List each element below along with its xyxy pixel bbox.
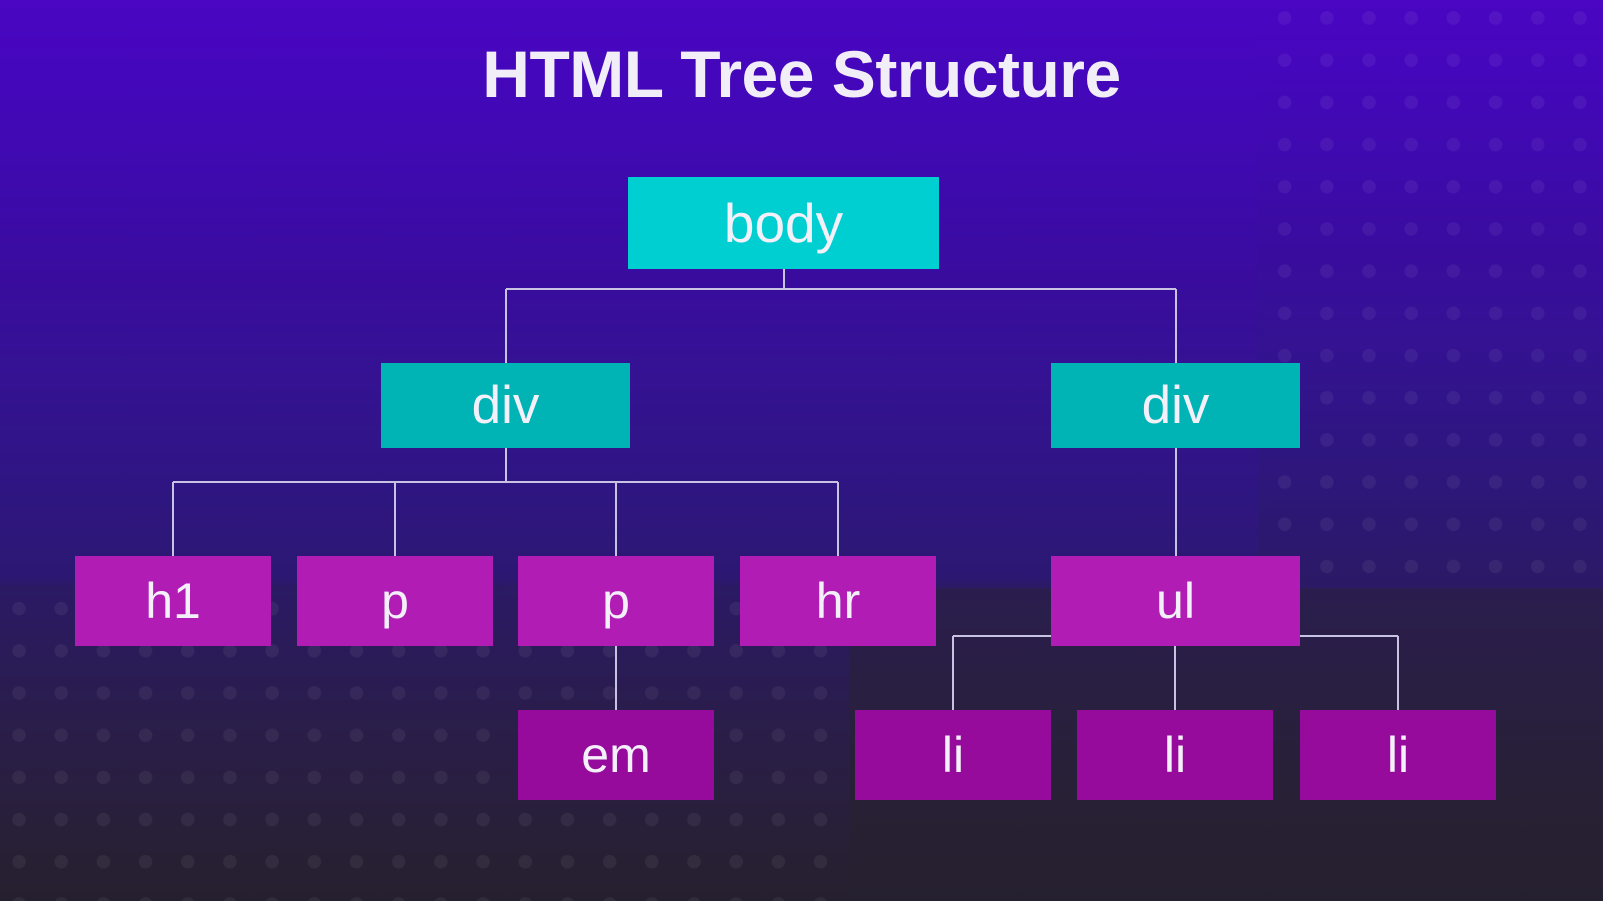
connector-ul-li3 xyxy=(1397,636,1399,710)
tree-node-div-left: div xyxy=(381,363,630,448)
tree-node-ul: ul xyxy=(1051,556,1300,646)
tree-node-div-right: div xyxy=(1051,363,1300,448)
tree-node-label: body xyxy=(723,191,844,254)
connector-body-div-left xyxy=(504,289,507,363)
connector-div-left-p2 xyxy=(615,482,617,556)
connector-div-left-hr xyxy=(837,482,839,556)
tree-node-p2: p xyxy=(518,556,714,646)
tree-node-li1: li xyxy=(855,710,1051,800)
tree-node-label: li xyxy=(1386,727,1410,783)
connector-div-left-p1 xyxy=(394,482,396,556)
tree-node-label: p xyxy=(381,573,409,629)
tree-node-li3: li xyxy=(1300,710,1496,800)
tree-node-em: em xyxy=(518,710,714,800)
tree-node-hr: hr xyxy=(740,556,936,646)
connector-ul-li1 xyxy=(952,636,954,710)
tree-node-label: li xyxy=(1163,727,1187,783)
tree-node-label: ul xyxy=(1156,573,1195,629)
connector-bus-div-left xyxy=(173,481,838,483)
tree-node-h1: h1 xyxy=(75,556,271,646)
connector-stem-div-left xyxy=(504,448,507,482)
tree-node-body: body xyxy=(628,177,939,269)
connector-p2-em xyxy=(615,646,617,710)
tree-node-label: div xyxy=(1141,376,1210,435)
page-title: HTML Tree Structure xyxy=(482,37,1121,111)
connector-stem-body xyxy=(782,269,785,289)
connector-ul-li2 xyxy=(1174,636,1176,710)
tree-node-label: h1 xyxy=(145,573,201,629)
tree-node-p1: p xyxy=(297,556,493,646)
connector-div-left-h1 xyxy=(172,482,174,556)
tree-node-label: p xyxy=(602,573,630,629)
tree-node-label: em xyxy=(581,727,651,783)
tree-node-li2: li xyxy=(1077,710,1273,800)
tree-node-label: hr xyxy=(815,573,861,629)
connector-body-div-right xyxy=(1174,289,1177,363)
connector-bus-body xyxy=(505,288,1176,290)
connector-div-right-ul xyxy=(1174,448,1177,556)
tree-node-label: li xyxy=(941,727,965,783)
tree-node-label: div xyxy=(471,376,540,435)
